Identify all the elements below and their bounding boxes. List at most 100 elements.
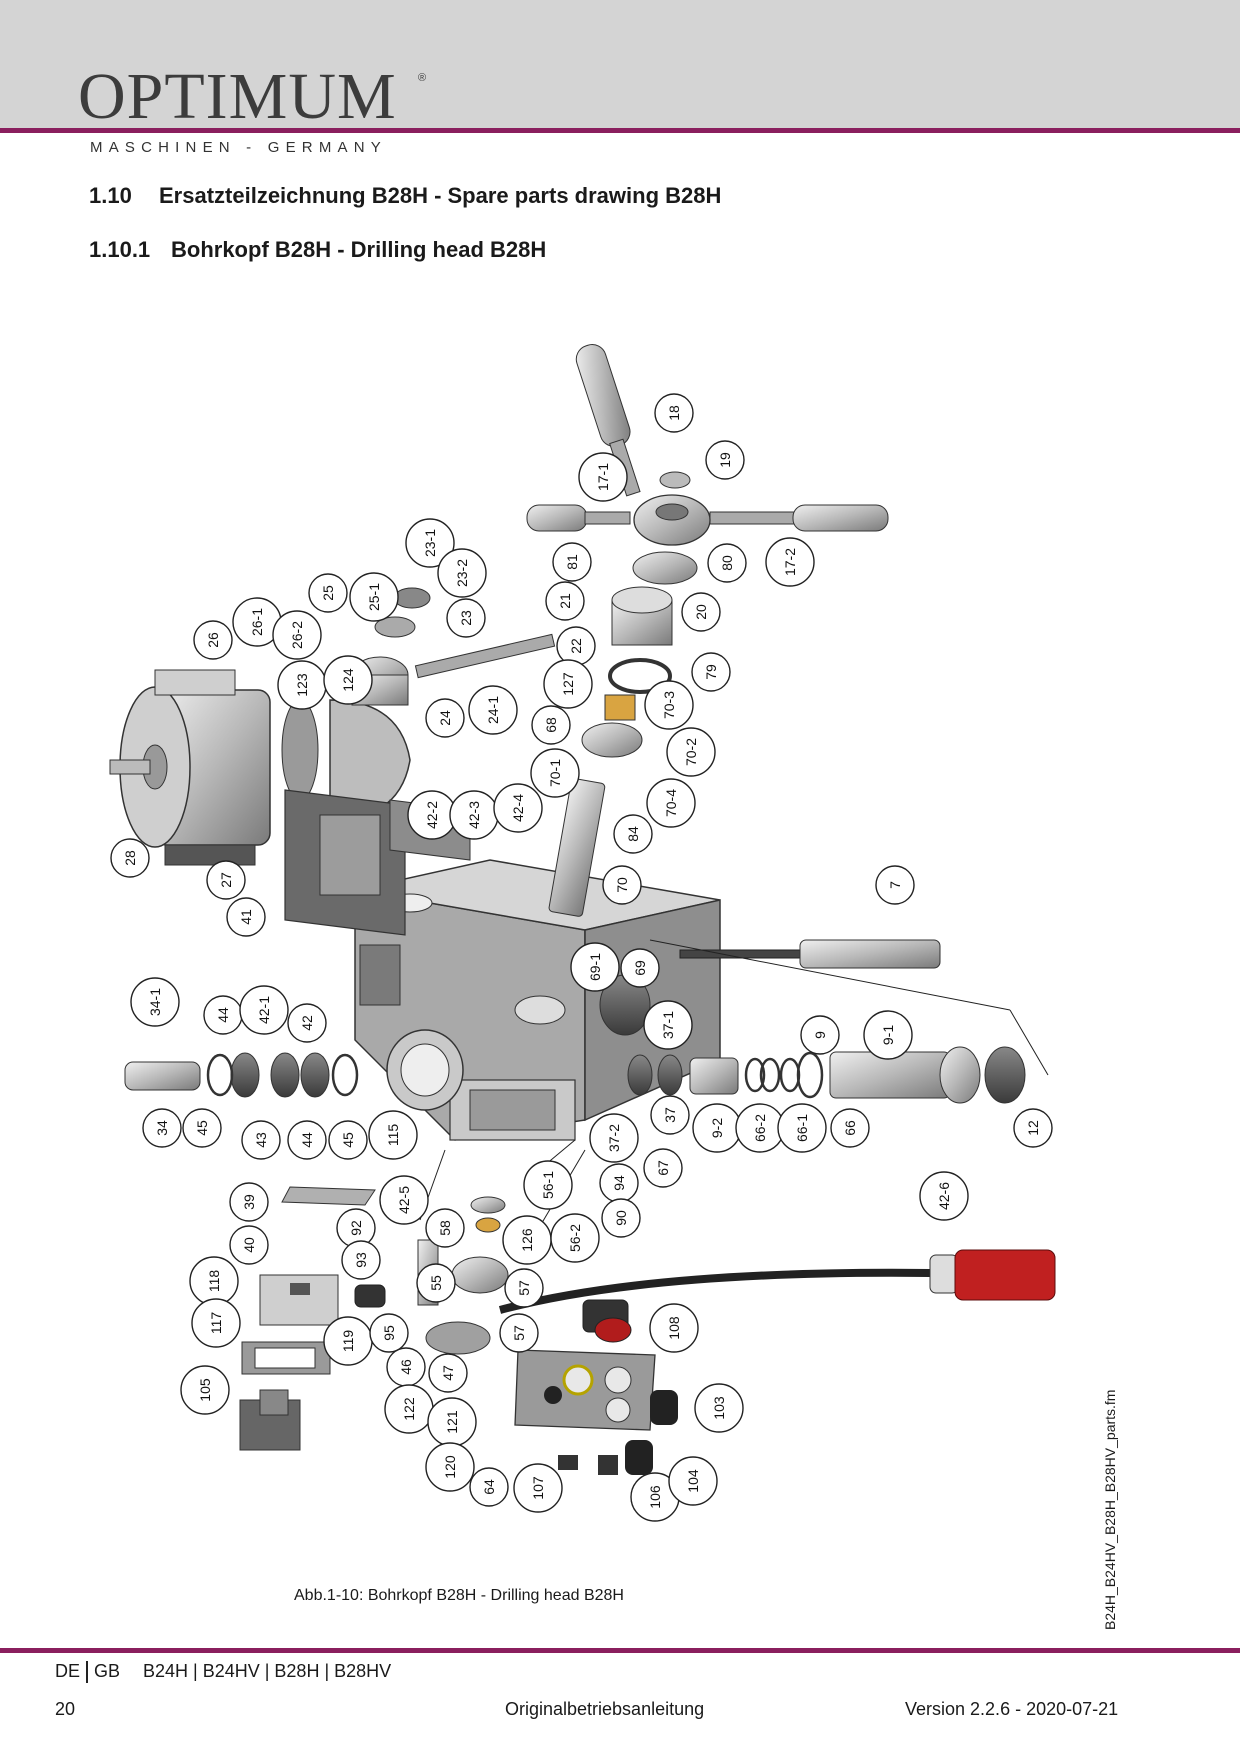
callout-66: 66: [830, 1108, 870, 1148]
callout-label: 7: [887, 881, 903, 889]
callout-bubble: [707, 543, 747, 583]
callout-bubble: [705, 440, 745, 480]
callout-123: 123: [277, 660, 327, 710]
callout-bubble: [643, 1148, 683, 1188]
callout-bubble: [1013, 1108, 1053, 1148]
callout-105: 105: [180, 1365, 230, 1415]
callout-bubble: [550, 1213, 600, 1263]
callout-bubble: [493, 783, 543, 833]
callout-124: 124: [323, 655, 373, 705]
callout-42: 42: [287, 1003, 327, 1043]
callout-label: 21: [557, 593, 573, 609]
callout-42-6: 42-6: [919, 1171, 969, 1221]
callout-label: 93: [353, 1252, 369, 1268]
callout-56-1: 56-1: [523, 1160, 573, 1210]
callout-label: 67: [655, 1160, 671, 1176]
callout-bubble: [349, 572, 399, 622]
callout-92: 92: [336, 1208, 376, 1248]
callout-label: 106: [647, 1485, 663, 1509]
callout-bubble: [428, 1353, 468, 1393]
callout-bubble: [668, 1456, 718, 1506]
callout-69-1: 69-1: [570, 942, 620, 992]
callout-label: 27: [218, 872, 234, 888]
callout-bubble: [191, 1298, 241, 1348]
callout-42-3: 42-3: [449, 790, 499, 840]
callout-70-4: 70-4: [646, 778, 696, 828]
callout-bubble: [777, 1103, 827, 1153]
callout-label: 44: [215, 1007, 231, 1023]
callout-bubble: [531, 705, 571, 745]
callout-bubble: [323, 655, 373, 705]
callout-70-3: 70-3: [644, 680, 694, 730]
callout-label: 42-5: [396, 1186, 412, 1214]
callout-117: 117: [191, 1298, 241, 1348]
footer-lang-separator: [86, 1661, 89, 1684]
callout-bubble: [504, 1268, 544, 1308]
callout-55: 55: [416, 1263, 456, 1303]
callout-bubble: [206, 860, 246, 900]
callout-bubble: [666, 727, 716, 777]
callout-label: 66-1: [794, 1114, 810, 1142]
callout-label: 37-2: [606, 1124, 622, 1152]
callout-label: 81: [564, 554, 580, 570]
callout-104: 104: [668, 1456, 718, 1506]
footer-lang-de: DE: [55, 1661, 81, 1681]
callout-label: 9-1: [880, 1025, 896, 1045]
footer-version: Version 2.2.6 - 2020-07-21: [905, 1699, 1119, 1719]
callout-bubble: [182, 1108, 222, 1148]
callout-127: 127: [543, 659, 593, 709]
callout-label: 26-2: [289, 621, 305, 649]
callout-bubble: [602, 865, 642, 905]
callout-118: 118: [189, 1256, 239, 1306]
callout-70-2: 70-2: [666, 727, 716, 777]
registered-mark: ®: [418, 72, 427, 84]
callout-22: 22: [556, 626, 596, 666]
callout-label: 94: [611, 1175, 627, 1191]
callout-bubble: [649, 1303, 699, 1353]
callout-label: 117: [208, 1312, 224, 1335]
callout-label: 58: [437, 1220, 453, 1236]
callout-23-1: 23-1: [405, 518, 455, 568]
callout-label: 123: [294, 673, 310, 697]
callout-label: 18: [666, 405, 682, 421]
callout-21: 21: [545, 581, 585, 621]
callout-bubble: [863, 1010, 913, 1060]
section-title: Ersatzteilzeichnung B28H - Spare parts d…: [159, 183, 722, 208]
callout-bubble: [193, 620, 233, 660]
callout-label: 20: [693, 604, 709, 620]
callout-bubble: [578, 452, 628, 502]
callout-bubble: [469, 1467, 509, 1507]
callout-label: 25-1: [366, 583, 382, 611]
callout-label: 70-2: [683, 738, 699, 766]
callout-bubble: [800, 1015, 840, 1055]
callout-label: 23: [458, 610, 474, 626]
callout-108: 108: [649, 1303, 699, 1353]
callout-bubble: [694, 1383, 744, 1433]
callout-bubble: [379, 1175, 429, 1225]
callout-7: 7: [875, 865, 915, 905]
callout-label: 43: [253, 1132, 269, 1148]
callout-bubble: [308, 573, 348, 613]
callout-bubble: [468, 685, 518, 735]
callout-bubble: [523, 1160, 573, 1210]
callout-23-2: 23-2: [437, 548, 487, 598]
callout-bubble: [425, 698, 465, 738]
callout-bubble: [643, 1000, 693, 1050]
callout-label: 12: [1025, 1120, 1041, 1136]
header-rule: [0, 128, 1240, 133]
callout-45: 45: [328, 1120, 368, 1160]
callout-bubble: [644, 680, 694, 730]
callout-17-2: 17-2: [765, 537, 815, 587]
callout-label: 24: [437, 710, 453, 726]
callout-26: 26: [193, 620, 233, 660]
callout-label: 66-2: [752, 1114, 768, 1142]
callout-bubble: [416, 1263, 456, 1303]
callout-label: 68: [543, 717, 559, 733]
callout-bubble: [437, 548, 487, 598]
callout-label: 34-1: [147, 988, 163, 1016]
callout-label: 70-1: [547, 759, 563, 787]
callout-label: 103: [711, 1396, 727, 1420]
callout-label: 26-1: [249, 608, 265, 636]
callout-84: 84: [613, 814, 653, 854]
callout-12: 12: [1013, 1108, 1053, 1148]
